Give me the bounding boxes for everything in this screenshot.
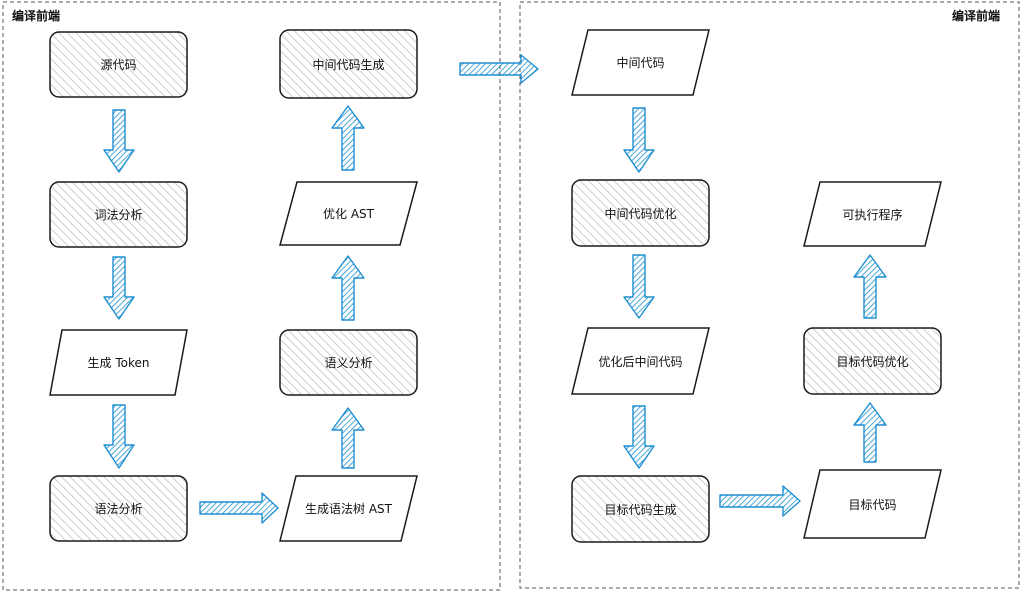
arrow-tree-to-semantic bbox=[331, 407, 365, 469]
arrow-semantic-to-optimize bbox=[331, 255, 365, 321]
node-intermediate-code bbox=[571, 29, 710, 96]
node-generate-syntax-tree bbox=[279, 475, 418, 542]
right-region-border bbox=[519, 1, 1020, 589]
arrow-optimization-to-executable bbox=[853, 254, 887, 319]
arrow-intermediate-to-optimization bbox=[623, 107, 655, 173]
node-syntax-analysis bbox=[49, 475, 188, 542]
arrow-source-to-lexical bbox=[103, 109, 135, 173]
node-target-code bbox=[803, 469, 942, 539]
arrow-lexical-to-token bbox=[103, 256, 135, 320]
node-executable-program bbox=[803, 181, 942, 247]
node-optimized-intermediate-code bbox=[571, 327, 710, 395]
node-generate-token bbox=[49, 329, 188, 396]
left-region-border bbox=[2, 1, 501, 591]
arrow-target-generation-to-target-code bbox=[719, 485, 801, 517]
node-intermediate-code-optimization bbox=[571, 179, 710, 247]
left-region-title: 编译前端 bbox=[12, 9, 61, 23]
node-target-code-optimization bbox=[803, 327, 942, 395]
node-intermediate-code-generation bbox=[279, 29, 418, 99]
node-semantic-analysis bbox=[279, 329, 418, 396]
node-source-code bbox=[49, 31, 188, 98]
arrow-target-code-to-optimization bbox=[853, 402, 887, 463]
node-target-code-generation bbox=[571, 475, 710, 543]
arrow-frontend-to-backend bbox=[459, 54, 539, 84]
arrow-token-to-syntax bbox=[103, 404, 135, 469]
node-optimize-ast bbox=[279, 181, 418, 246]
arrow-syntax-to-tree bbox=[199, 492, 279, 524]
arrow-optimized-to-target-generation bbox=[623, 405, 655, 469]
node-lexical-analysis bbox=[49, 181, 188, 248]
arrow-optimization-to-optimized bbox=[623, 254, 655, 319]
arrow-optimize-to-intermediate bbox=[331, 105, 365, 171]
right-region-title: 编译前端 bbox=[952, 9, 1001, 23]
